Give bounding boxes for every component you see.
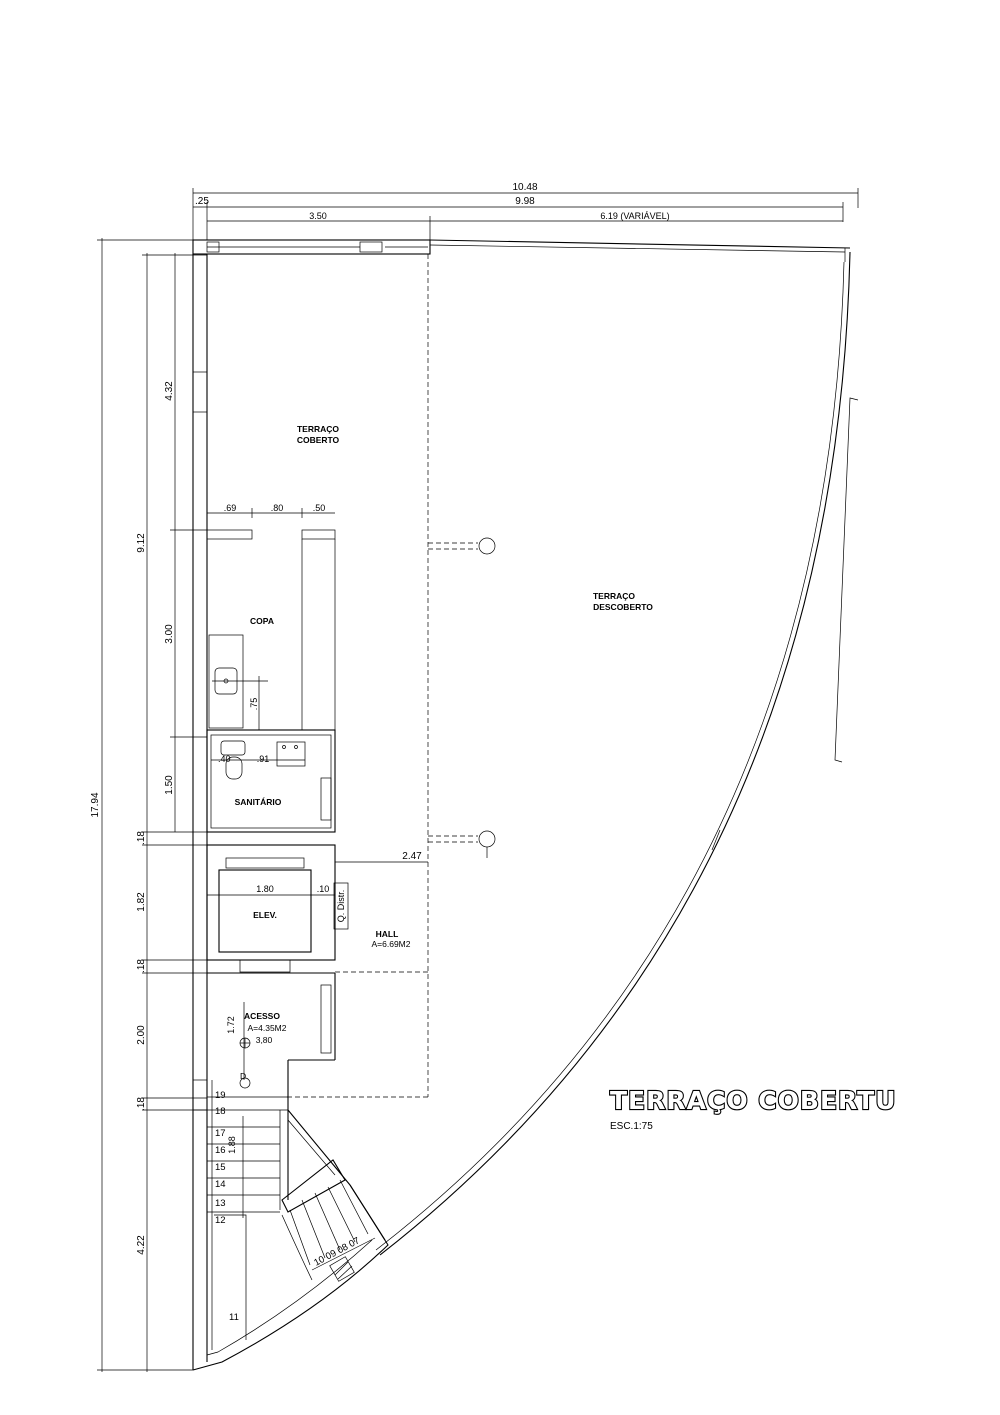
stair-step: 12 (215, 1215, 226, 1226)
dim-san-40: .40 (218, 754, 231, 764)
dim-stair-188: 1.88 (227, 1136, 237, 1154)
dim-left-9-12: 9.12 (136, 533, 147, 553)
dim-copa-50: .50 (313, 503, 326, 513)
room-hall: HALL (376, 929, 399, 939)
dim-hall-247: 2.47 (402, 851, 422, 862)
stair-step: 19 (215, 1090, 226, 1101)
elevator-area: 1.80 .10 Q. Distr. (206, 844, 428, 973)
left-dimensions: 17.94 9.12 .18 1.82 .18 2.00 .18 4.22 4.… (90, 238, 207, 1372)
acesso-area: 1.72 D (207, 972, 336, 1110)
quadro-distribuicao: Q. Distr. (336, 890, 346, 923)
stair-step: 14 (215, 1179, 226, 1190)
dim-copa-69: .69 (224, 503, 237, 513)
dim-left-3-00: 3.00 (164, 624, 175, 644)
top-dimensions: 10.48 .25 9.98 3.50 6.19 (VARIÁVEL) (192, 182, 859, 240)
dim-left-18a: .18 (136, 831, 147, 845)
drawing-scale: ESC.1:75 (610, 1121, 653, 1132)
room-terraco-coberto-line1: TERRAÇO (297, 424, 339, 434)
copa-area: .69 .80 .50 .75 (206, 503, 336, 730)
dim-top-right: 6.19 (VARIÁVEL) (600, 211, 669, 221)
drawing-title: TERRAÇO COBERTU ESC.1:75 (609, 1085, 897, 1132)
cover-outline (287, 254, 496, 1098)
dim-elev-10: .10 (317, 884, 330, 894)
stair-step: 17 (215, 1128, 226, 1139)
dim-copa-75: .75 (249, 698, 259, 711)
room-acesso: ACESSO (244, 1011, 280, 1021)
dim-left-1-50: 1.50 (164, 775, 175, 795)
outer-walls (192, 239, 859, 1371)
room-copa: COPA (250, 616, 274, 626)
room-hall-area: A=6.69M2 (372, 939, 411, 949)
room-elevador: ELEV. (253, 910, 277, 920)
dim-left-18b: .18 (136, 959, 147, 973)
dim-left-18c: .18 (136, 1097, 147, 1111)
room-labels: TERRAÇO COBERTO TERRAÇO DESCOBERTO COPA … (235, 424, 654, 1045)
room-terraco-descoberto-line1: TERRAÇO (593, 591, 635, 601)
stair-step: 16 (215, 1145, 226, 1156)
dim-san-91: .91 (257, 754, 270, 764)
stair-step: 13 (215, 1198, 226, 1209)
room-acesso-area: A=4.35M2 (248, 1023, 287, 1033)
dim-left-1-82: 1.82 (136, 892, 147, 912)
stair-level-icon (239, 1077, 251, 1089)
room-acesso-level: 3,80 (256, 1035, 273, 1045)
sanitario-area: .40 .91 (206, 729, 336, 833)
room-sanitario: SANITÁRIO (235, 797, 282, 807)
stair-steps-diagonal: 10 09 08 07 (312, 1235, 361, 1268)
room-terraco-coberto-line2: COBERTO (297, 435, 340, 445)
dim-top-left: 3.50 (309, 211, 327, 221)
dim-top-total: 10.48 (512, 182, 537, 193)
dim-left-2-00: 2.00 (136, 1025, 147, 1045)
dim-copa-80: .80 (271, 503, 284, 513)
room-terraco-descoberto-line2: DESCOBERTO (593, 602, 653, 612)
dim-elev-180: 1.80 (256, 884, 274, 894)
dim-left-4-22: 4.22 (136, 1235, 147, 1255)
dim-left-4-32: 4.32 (164, 381, 175, 401)
drawing-title-text: TERRAÇO COBERTU (610, 1086, 897, 1115)
stair-step: 18 (215, 1106, 226, 1117)
dim-top-inner: 9.98 (515, 196, 535, 207)
column-marker-lower (478, 830, 496, 848)
stair-step: 15 (215, 1162, 226, 1173)
stair-step-bottom: 11 (229, 1312, 239, 1323)
dim-top-wall: .25 (195, 196, 209, 207)
dim-acesso-172: 1.72 (226, 1016, 236, 1034)
dim-left-total: 17.94 (90, 792, 101, 817)
stair-direction: D (240, 1071, 246, 1081)
column-marker-upper (478, 537, 496, 555)
stair-area: 19 18 17 16 15 14 13 12 1.88 11 10 09 08… (207, 1080, 386, 1350)
